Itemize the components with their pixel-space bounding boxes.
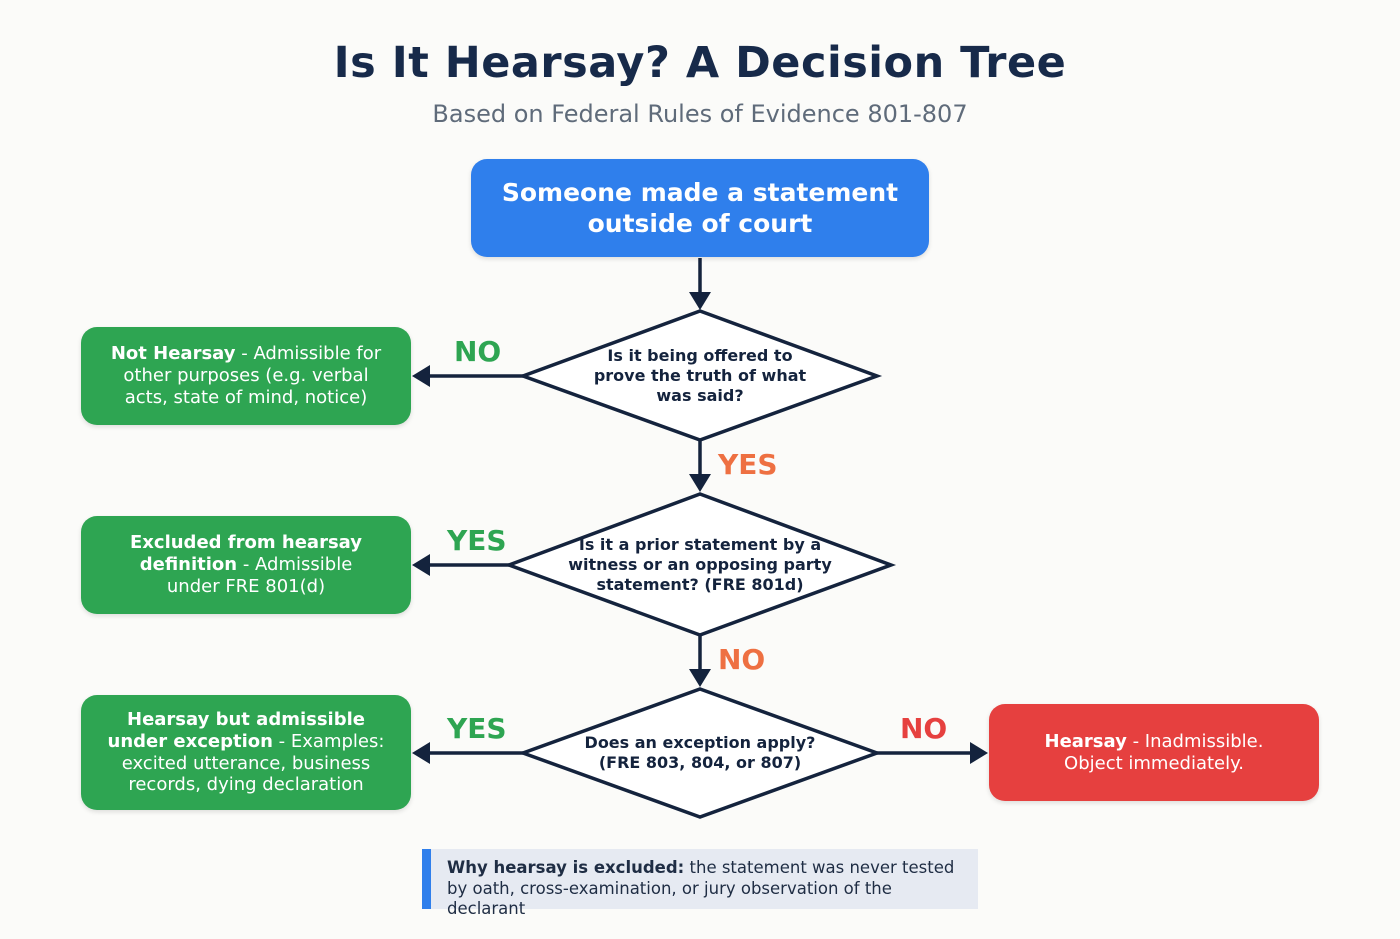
arrowhead-q3-to-exception [412,742,430,764]
outcome-inadmissible: Hearsay - Inadmissible. Object immediate… [989,704,1319,801]
outcome-inadmissible-detail: - Inadmissible. Object immediately. [1064,730,1264,774]
decision-diamond-3 [517,687,883,819]
outcome-excluded: Excluded from hearsay definition - Admis… [81,516,411,614]
outcome-exception-bold: Hearsay but admissible under exception [107,708,365,752]
label-q1-no: NO [454,335,502,368]
outcome-not-hearsay: Not Hearsay - Admissible for other purpo… [81,327,411,425]
footnote-box: Why hearsay is excluded: the statement w… [422,849,978,918]
outcome-excluded-detail: - Admissible under FRE 801(d) [166,554,353,597]
label-q2-yes: YES [447,524,507,557]
outcome-excluded-bold: Excluded from hearsay definition [130,532,362,576]
footnote-text: the statement was never tested by oath, … [447,858,955,919]
label-q1-yes: YES [718,448,778,481]
arrowhead-q2-to-excluded [412,554,430,576]
question-3-text: Does an exception apply? (FRE 803, 804, … [584,733,816,772]
outcome-exception-detail: - Examples: excited utterance, business … [121,730,385,796]
question-2-text: Is it a prior statement by a witness or … [568,535,832,594]
arrowhead-q1-to-not-hearsay [412,365,430,387]
arrowhead-q1-to-q2 [689,474,711,492]
outcome-not-hearsay-detail: - Admissible for other purposes (e.g. ve… [123,343,382,408]
label-q3-no: NO [900,712,948,745]
footnote-bold: Why hearsay is excluded: [447,858,685,877]
page-subtitle: Based on Federal Rules of Evidence 801-8… [432,100,968,128]
label-q3-yes: YES [447,712,507,745]
label-q2-no: NO [718,643,766,676]
arrowhead-q3-to-inadmissible [970,742,988,764]
start-node: Someone made a statement outside of cour… [471,159,929,257]
page-title: Is It Hearsay? A Decision Tree [333,38,1067,88]
arrowhead-q2-to-q3 [689,669,711,687]
question-1-text: Is it being offered to prove the truth o… [593,346,807,405]
start-node-text: Someone made a statement outside of cour… [501,177,899,238]
outcome-exception: Hearsay but admissible under exception -… [81,695,411,810]
arrowhead-start-to-q1 [689,292,711,310]
outcome-inadmissible-bold: Hearsay [1044,730,1127,752]
outcome-not-hearsay-bold: Not Hearsay [110,343,236,365]
